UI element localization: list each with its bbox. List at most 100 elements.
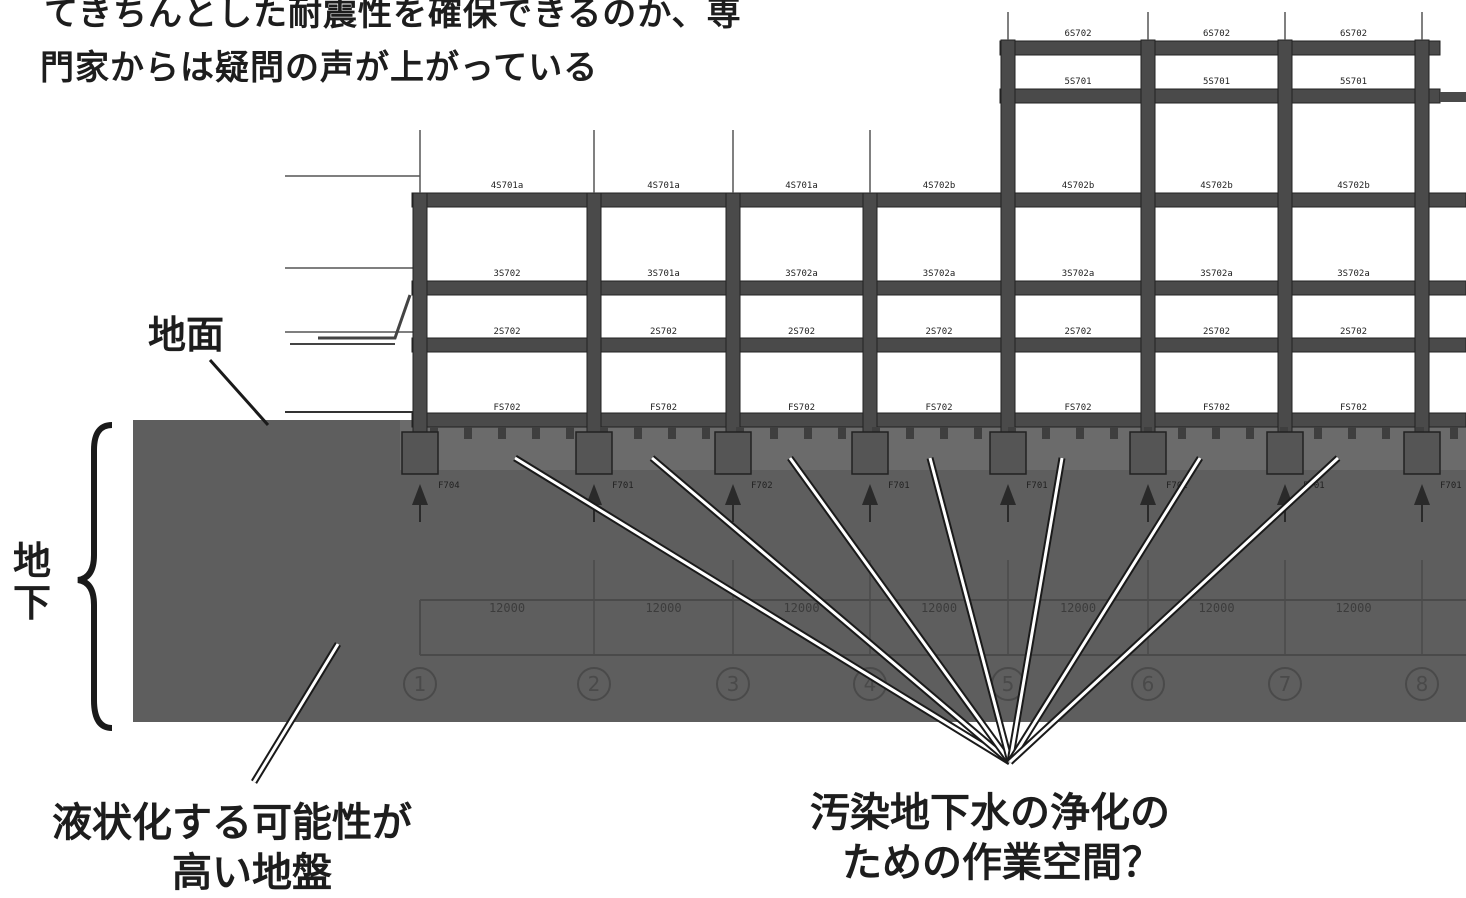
span-dimension: 12000 [1198,601,1234,615]
liquefaction-label-line-1: 液状化する可能性が [52,800,412,846]
pile-arrow [412,484,428,505]
footing [1266,431,1304,475]
beam-label: 3S701a [647,269,680,279]
beam-label: 5S701 [1203,77,1230,87]
column [1140,39,1156,471]
beam-label: 3S702a [923,269,956,279]
liquefaction-pointer [251,642,341,784]
slab-rib [498,427,506,439]
footing [714,431,752,475]
axis-number: 8 [1416,672,1429,696]
slab-rib [668,427,676,439]
footing [1129,431,1167,475]
pointer-line [514,456,1011,764]
footing-label: F701 [612,481,634,491]
beam-label: 4S701a [491,181,524,191]
slab-rib [770,427,778,439]
column [1277,39,1293,471]
beam-label: 3S702a [785,269,818,279]
axis-circle [577,667,611,701]
footing [1403,431,1441,475]
pile-arrow [1000,484,1016,505]
beam-label: 4S702b [923,181,956,191]
column [1000,39,1016,471]
slab-rib [1382,427,1390,439]
beam-label: 2S702 [493,327,520,337]
beam-label: 3S702a [1337,269,1370,279]
beam-label: 5S701 [1064,77,1091,87]
footing [575,431,613,475]
beam-label: FS702 [1340,403,1367,413]
footing [989,431,1027,475]
beam-label: 6S702 [1203,29,1230,39]
floor-beam [411,337,1466,353]
slab-rib [532,427,540,439]
axis-circle [1131,667,1165,701]
beam-label: FS702 [650,403,677,413]
slab-rib [1450,427,1458,439]
beam-label: 6S702 [1340,29,1367,39]
axis-circle [716,667,750,701]
slab-rib [1178,427,1186,439]
beam-label: FS702 [493,403,520,413]
axis-number: 7 [1279,672,1292,696]
slab-rib [702,427,710,439]
span-dimension: 12000 [645,601,681,615]
beam-label: 5S701 [1340,77,1367,87]
floor-beam [411,412,1466,428]
pile-arrow [1140,484,1156,505]
pointer-line [928,457,1012,763]
liquefaction-label-line-2: 高い地盤 [172,850,332,896]
top-text-line-2: 門家からは疑問の声が上がっている [40,48,599,88]
span-dimension: 12000 [489,601,525,615]
footing-label: F701 [1440,481,1462,491]
footing-label: F702 [751,481,773,491]
beam-label: 4S702b [1200,181,1233,191]
slab-rib [974,427,982,439]
beam-label: 2S702 [1340,327,1367,337]
ground-pointer [208,359,270,426]
slab-rib [940,427,948,439]
slab-rib [1212,427,1220,439]
beam-label: 4S702b [1337,181,1370,191]
beam-label: 4S701a [785,181,818,191]
floor-beam [411,192,1466,208]
beam-label: FS702 [788,403,815,413]
pointer-line [1008,457,1064,763]
span-dimension: 12000 [1060,601,1096,615]
footing-label: F701 [1026,481,1048,491]
underground-brace [77,422,113,731]
pile-arrow [586,484,602,505]
axis-circle [1405,667,1439,701]
axis-number: 3 [727,672,740,696]
column [1414,39,1430,471]
footing [401,431,439,475]
slab-rib [1042,427,1050,439]
floor-beam [411,280,1466,296]
beam-label: 4S702b [1062,181,1095,191]
pointer-line [1008,456,1340,764]
ramp [318,294,412,340]
top-text-line-1: てきちんとした耐震性を確保できるのか、専 [44,0,742,34]
beam-label: 2S702 [650,327,677,337]
axis-number: 1 [414,672,427,696]
beam-label: 3S702 [493,269,520,279]
pointer-line [1008,457,1202,763]
footing [851,431,889,475]
slab-rib [566,427,574,439]
axis-circle [1268,667,1302,701]
span-dimension: 12000 [921,601,957,615]
upper-floor-beam [999,88,1441,104]
pile-arrow [862,484,878,505]
slab-rib [1076,427,1084,439]
slab-rib [1110,427,1118,439]
footing-label: F701 [1303,481,1325,491]
building-frame [411,12,1466,471]
upper-floor-beam [999,40,1441,56]
axis-circle [403,667,437,701]
slab-rib [906,427,914,439]
span-dimension: 12000 [783,601,819,615]
